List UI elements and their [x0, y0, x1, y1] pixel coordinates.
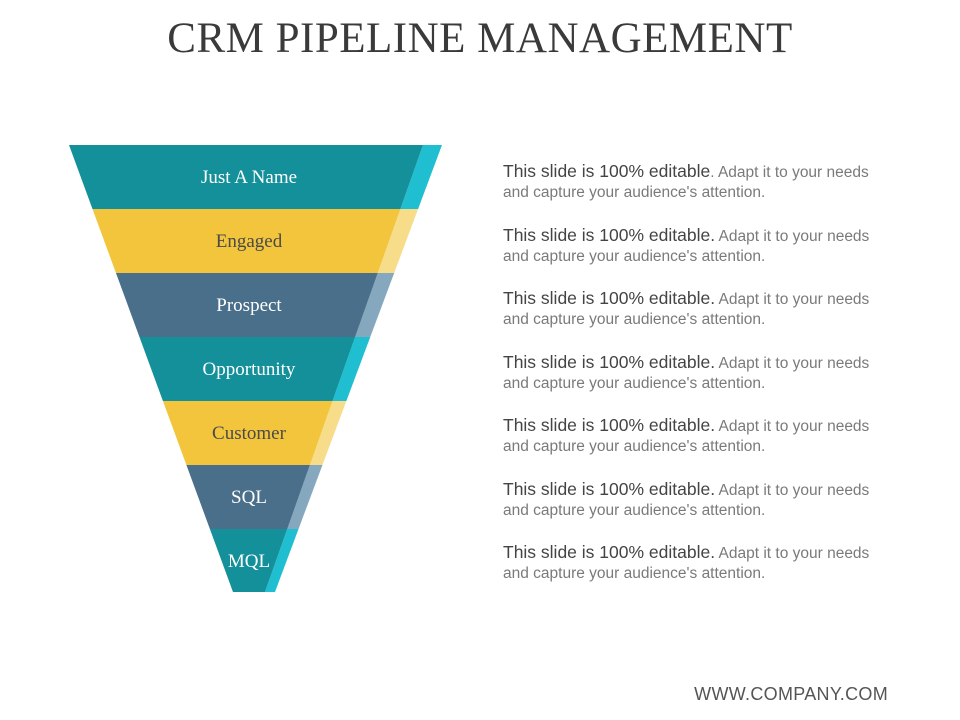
funnel-stage-side — [332, 337, 371, 401]
description-lead: This slide is 100% editable. — [503, 415, 716, 435]
description-lead: This slide is 100% editable — [503, 161, 711, 181]
description-body: Adapt it to your needs and capture your … — [503, 418, 870, 455]
stage-description: This slide is 100% editable. Adapt it to… — [503, 479, 883, 521]
funnel-stage-side — [265, 529, 299, 592]
funnel-stage — [115, 273, 378, 337]
funnel-stage — [92, 209, 401, 273]
funnel-stage-label: Opportunity — [203, 359, 296, 380]
stage-description: This slide is 100% editable. Adapt it to… — [503, 161, 883, 203]
description-lead: This slide is 100% editable. — [503, 225, 716, 245]
pipeline-funnel: Just A NameEngagedProspectOpportunityCus… — [69, 145, 442, 592]
funnel-stage-side — [377, 209, 419, 273]
description-body: Adapt it to your needs and capture your … — [503, 545, 870, 582]
stage-description: This slide is 100% editable. Adapt it to… — [503, 542, 883, 584]
funnel-stage-label: SQL — [231, 487, 267, 508]
funnel-stage-label: Customer — [212, 423, 287, 444]
funnel-stage — [69, 145, 423, 209]
funnel-stage-label: Just A Name — [201, 167, 297, 188]
funnel-stage-label: MQL — [228, 551, 270, 572]
funnel-stage-label: Engaged — [216, 231, 283, 252]
stage-description: This slide is 100% editable. Adapt it to… — [503, 288, 883, 330]
company-url: WWW.COMPANY.COM — [694, 684, 888, 704]
description-lead: This slide is 100% editable. — [503, 352, 716, 372]
description-body: Adapt it to your needs and capture your … — [503, 291, 870, 328]
funnel-stage-label: Prospect — [216, 295, 282, 316]
stage-description: This slide is 100% editable. Adapt it to… — [503, 415, 883, 457]
funnel-stage-side — [287, 465, 323, 529]
funnel-stage-side — [355, 273, 395, 337]
funnel-stage-side — [400, 145, 442, 209]
stage-description: This slide is 100% editable. Adapt it to… — [503, 352, 883, 394]
funnel-stage — [186, 465, 310, 529]
funnel-stage-side — [309, 401, 347, 465]
description-lead: This slide is 100% editable. — [503, 479, 716, 499]
funnel-stage — [139, 337, 356, 401]
funnel-stage — [209, 529, 288, 592]
description-body: . Adapt it to your needs and capture you… — [503, 164, 869, 201]
slide-title: CRM PIPELINE MANAGEMENT — [167, 15, 793, 62]
stage-description: This slide is 100% editable. Adapt it to… — [503, 225, 883, 267]
description-lead: This slide is 100% editable. — [503, 542, 716, 562]
description-lead: This slide is 100% editable. — [503, 288, 716, 308]
funnel-stage — [162, 401, 333, 465]
description-body: Adapt it to your needs and capture your … — [503, 228, 870, 265]
description-body: Adapt it to your needs and capture your … — [503, 355, 870, 392]
description-body: Adapt it to your needs and capture your … — [503, 482, 870, 519]
